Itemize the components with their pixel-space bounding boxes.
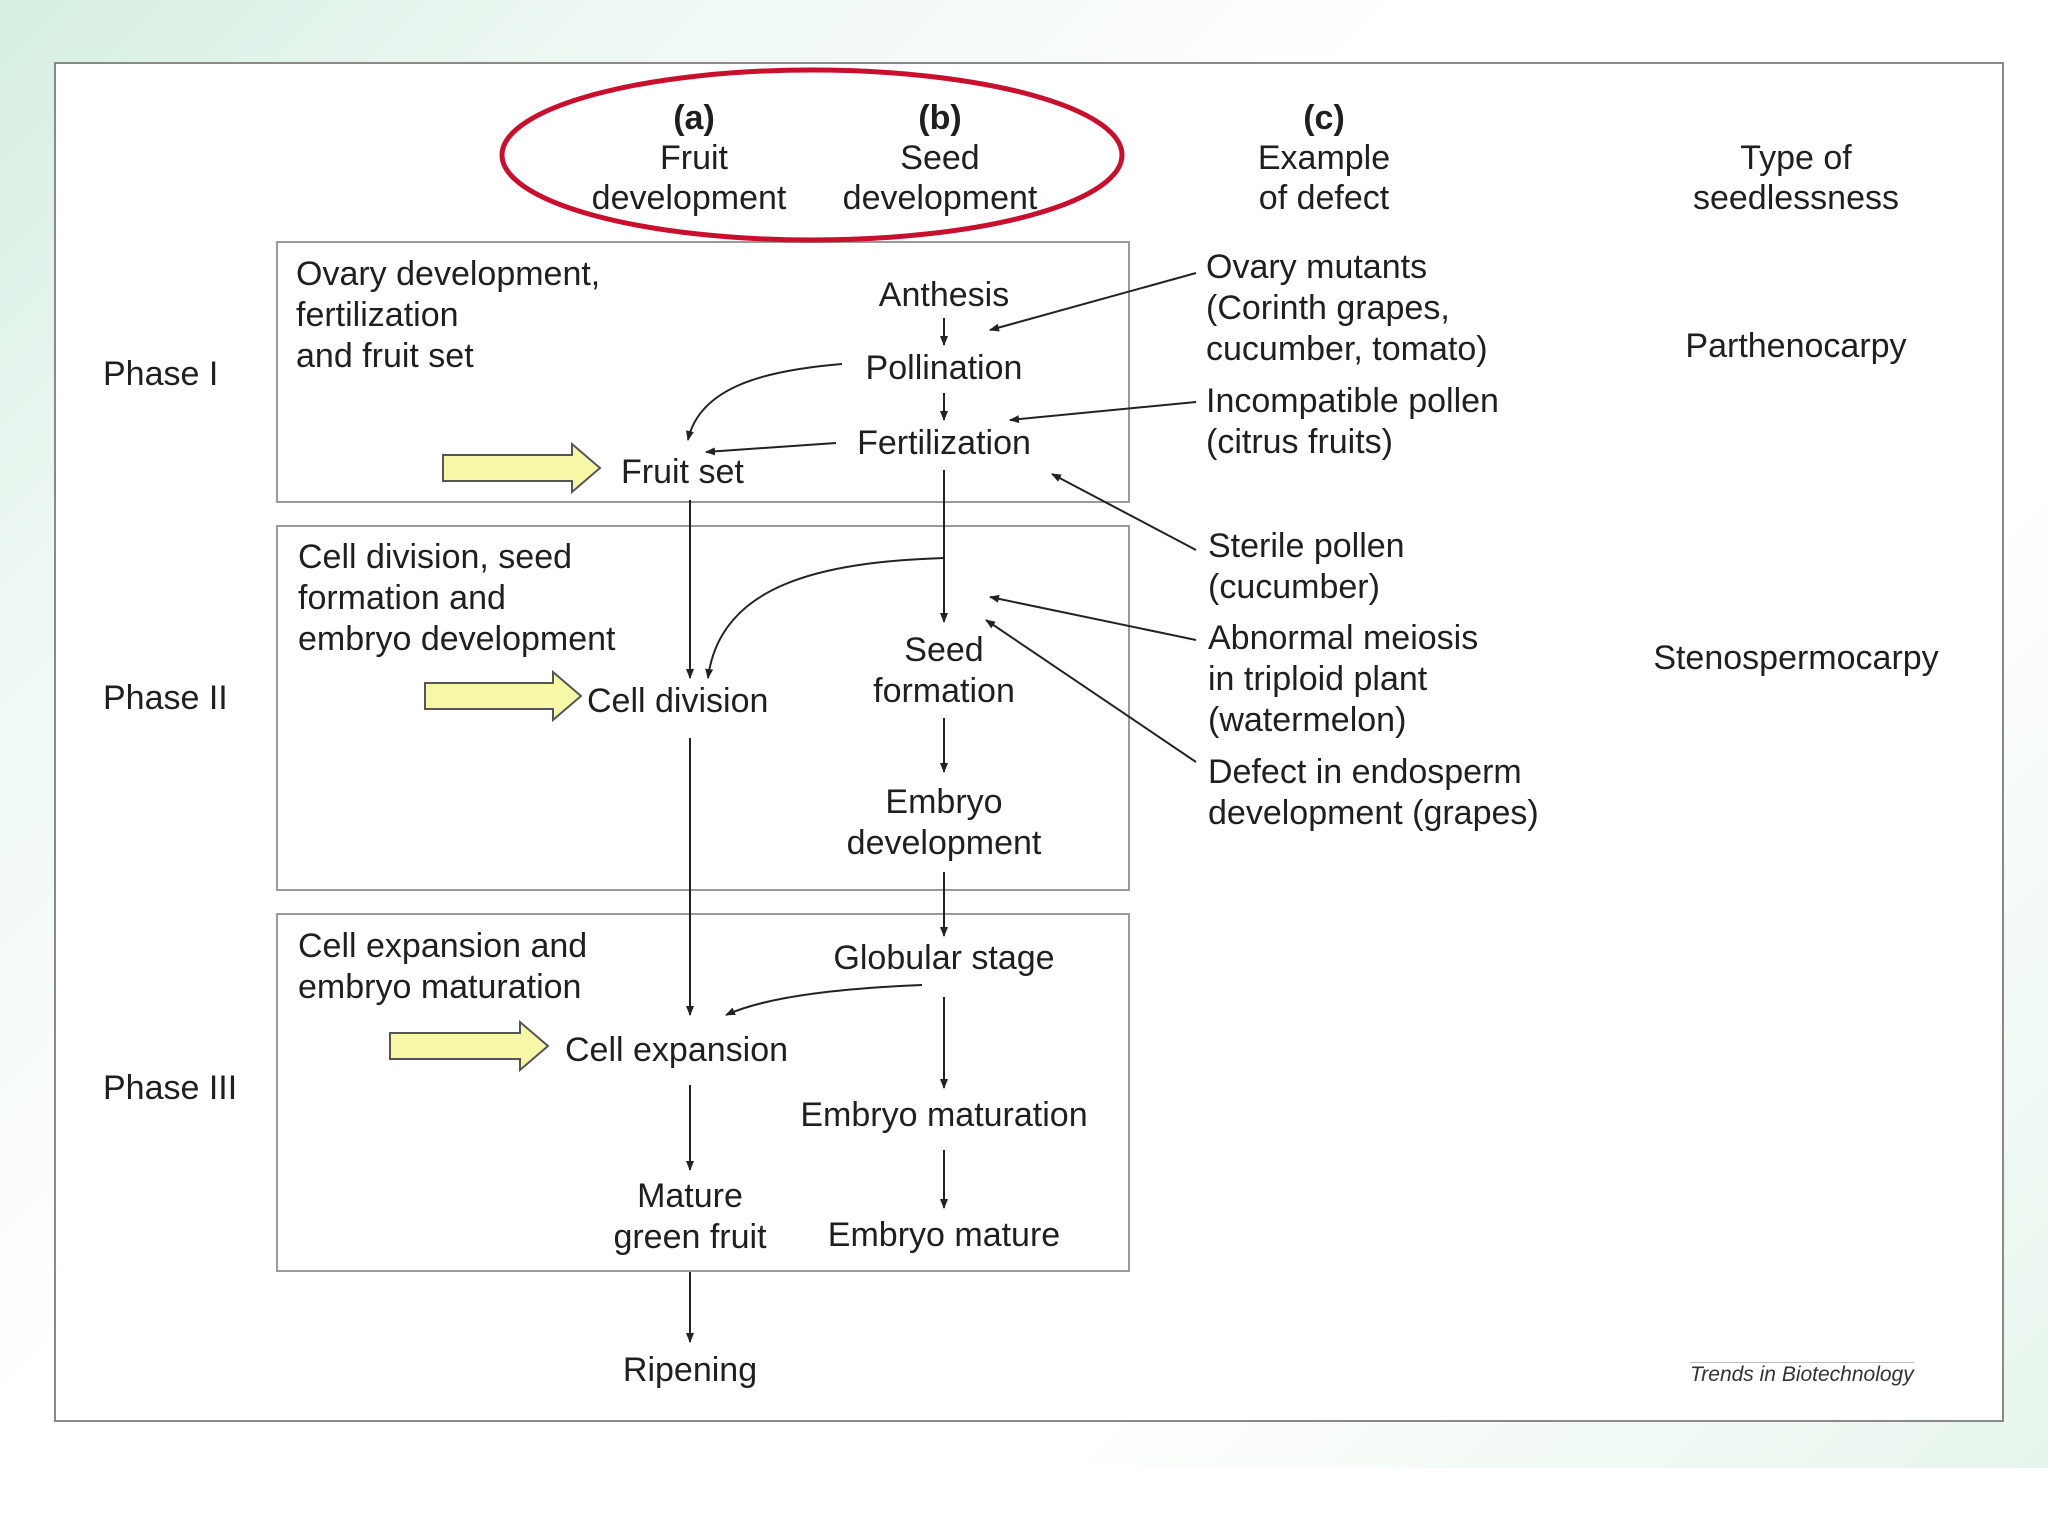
- arrow-endosperm-defect: [985, 619, 1197, 763]
- phase-1-box: [276, 241, 1130, 503]
- phase-2-title-line2: formation and: [298, 579, 506, 617]
- node-anthesis: Anthesis: [878, 276, 1010, 314]
- node-embryo-development-line1: Embryo: [885, 783, 1003, 821]
- yellow-arrow-phase-3: [389, 1019, 550, 1073]
- arrow-incompatible-pollen: [1009, 401, 1197, 424]
- node-globular-stage: Globular stage: [833, 939, 1055, 977]
- defect-sterile-line1: Sterile pollen: [1208, 527, 1405, 565]
- defect-meiosis-line1: Abnormal meiosis: [1208, 619, 1479, 657]
- header-col-b-line2: development: [842, 179, 1038, 217]
- phase-2-box: [276, 525, 1130, 891]
- arrow-globular-cell-expansion: [725, 984, 923, 1016]
- header-col-c-letter: (c): [1303, 99, 1345, 137]
- node-embryo-development-line2: development: [846, 824, 1042, 862]
- node-cell-division: Cell division: [587, 682, 769, 720]
- figure-panel: [54, 62, 2004, 1422]
- defect-sterile-line2: (cucumber): [1208, 568, 1380, 606]
- header-col-d-line2: seedlessness: [1692, 179, 1899, 217]
- node-pollination: Pollination: [865, 349, 1023, 387]
- defect-meiosis-line2: in triploid plant: [1208, 660, 1428, 698]
- arrow-sterile-pollen: [1051, 473, 1197, 551]
- defect-meiosis-line3: (watermelon): [1208, 701, 1407, 739]
- arrow-abnormal-meiosis: [989, 594, 1197, 641]
- node-fruit-set: Fruit set: [621, 453, 744, 491]
- defect-ovary-line1: Ovary mutants: [1206, 248, 1428, 286]
- defect-incompatible-line2: (citrus fruits): [1206, 423, 1393, 461]
- slide-bottom-band: [0, 1468, 2048, 1536]
- phase-3-title-line2: embryo maturation: [298, 968, 582, 1006]
- arrow-seed-cell-division: [705, 557, 945, 679]
- header-col-c-line2: of defect: [1258, 179, 1390, 217]
- phase-3-title-line1: Cell expansion and: [298, 927, 588, 965]
- node-seed-formation-line2: formation: [873, 672, 1015, 710]
- header-col-b-letter: (b): [918, 99, 962, 137]
- defect-endosperm-line1: Defect in endosperm: [1208, 753, 1522, 791]
- header-col-a-line1: Fruit: [660, 139, 728, 177]
- phase-3-label: Phase III: [103, 1069, 238, 1107]
- defect-ovary-line2: (Corinth grapes,: [1206, 289, 1450, 327]
- phase-3-box: [276, 913, 1130, 1272]
- journal-credit: Trends in Biotechnology: [1690, 1362, 1914, 1386]
- arrow-pollination-fruit-set: [686, 363, 843, 441]
- phase-1-label: Phase I: [103, 355, 219, 393]
- arrow-fertilization-fruit-set: [705, 442, 837, 456]
- node-mature-green-line1: Mature: [637, 1177, 743, 1215]
- yellow-arrow-phase-1: [442, 441, 602, 495]
- arrow-ovary-mutants: [989, 272, 1197, 332]
- node-fertilization: Fertilization: [857, 424, 1031, 462]
- type-stenospermocarpy: Stenospermocarpy: [1653, 639, 1939, 677]
- node-seed-formation-line1: Seed: [904, 631, 984, 669]
- node-mature-green-line2: green fruit: [613, 1218, 767, 1256]
- highlight-ellipse: [499, 67, 1125, 243]
- phase-1-title-line2: fertilization: [296, 296, 459, 334]
- header-col-d-line1: Type of: [1740, 139, 1852, 177]
- phase-2-title-line1: Cell division, seed: [298, 538, 573, 576]
- node-cell-expansion: Cell expansion: [565, 1031, 789, 1069]
- header-col-b-line1: Seed: [900, 139, 980, 177]
- type-parthenocarpy: Parthenocarpy: [1685, 327, 1907, 365]
- header-col-c-line1: Example: [1257, 139, 1391, 177]
- header-col-a-letter: (a): [673, 99, 715, 137]
- node-embryo-mature: Embryo mature: [827, 1216, 1061, 1254]
- defect-ovary-line3: cucumber, tomato): [1206, 330, 1488, 368]
- phase-2-label: Phase II: [103, 679, 228, 717]
- defect-incompatible-line1: Incompatible pollen: [1206, 382, 1499, 420]
- yellow-arrow-phase-2: [424, 669, 583, 723]
- node-embryo-maturation: Embryo maturation: [800, 1096, 1088, 1134]
- phase-1-title-line1: Ovary development,: [296, 255, 601, 293]
- defect-endosperm-line2: development (grapes): [1208, 794, 1539, 832]
- phase-1-title-line3: and fruit set: [296, 337, 474, 375]
- node-ripening: Ripening: [622, 1351, 758, 1389]
- header-col-a-line2: development: [591, 179, 787, 217]
- phase-2-title-line3: embryo development: [298, 620, 616, 658]
